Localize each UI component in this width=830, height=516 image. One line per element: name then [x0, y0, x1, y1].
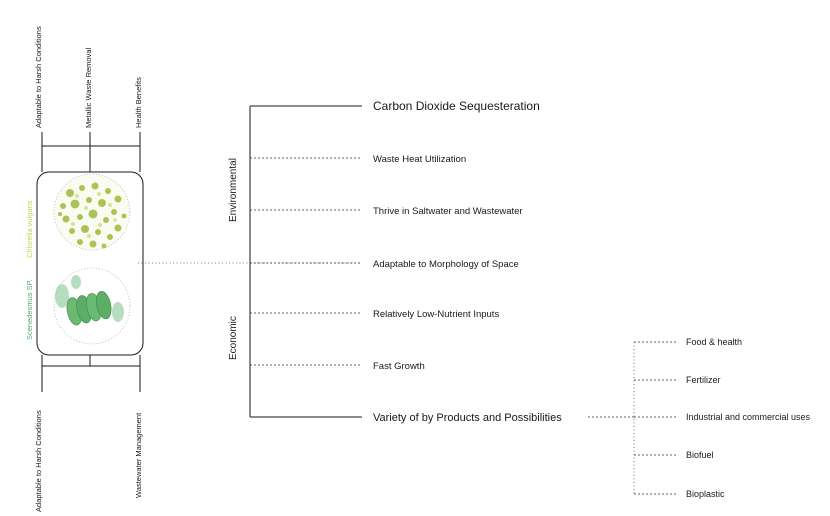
benefit-fast-growth: Fast Growth [373, 361, 425, 372]
top-label-health-benefits: Health Benefits [134, 77, 143, 128]
chlorella-cell-image [53, 173, 131, 251]
species-chlorella-label: Chlorella vulgaris [25, 200, 34, 258]
top-label-metallic-waste: Metallic Waste Removal [84, 48, 93, 128]
category-economic: Economic [228, 316, 239, 360]
bottom-label-harsh-conditions: Adaptable to Harsh Conditions [34, 410, 43, 512]
product-fertilizer: Fertilizer [686, 375, 721, 385]
organism-card: Adaptable to Harsh Conditions Metallic W… [25, 26, 144, 512]
benefit-low-nutrient: Relatively Low-Nutrient Inputs [373, 309, 499, 320]
product-industrial: Industrial and commercial uses [686, 412, 811, 422]
category-environmental: Environmental [228, 158, 239, 222]
benefit-carbon-sequestration: Carbon Dioxide Sequesteration [373, 99, 540, 113]
benefit-byproducts: Variety of by Products and Possibilities [373, 412, 562, 424]
benefit-waste-heat: Waste Heat Utilization [373, 154, 466, 165]
product-food-health: Food & health [686, 337, 742, 347]
product-biofuel: Biofuel [686, 450, 714, 460]
top-label-harsh-conditions: Adaptable to Harsh Conditions [34, 26, 43, 128]
benefit-saltwater: Thrive in Saltwater and Wastewater [373, 206, 523, 217]
product-bioplastic: Bioplastic [686, 489, 725, 499]
benefit-tree: Environmental Economic Carbon Dioxide Se… [228, 99, 562, 424]
bottom-label-wastewater: Wastewater Management [134, 412, 143, 498]
benefit-morphology: Adaptable to Morphology of Space [373, 259, 519, 270]
species-scenedesmus-label: Scenedesmus SP. [25, 279, 34, 340]
scenedesmus-cell-image [53, 267, 131, 345]
products-tree: Food & health Fertilizer Industrial and … [588, 337, 811, 499]
